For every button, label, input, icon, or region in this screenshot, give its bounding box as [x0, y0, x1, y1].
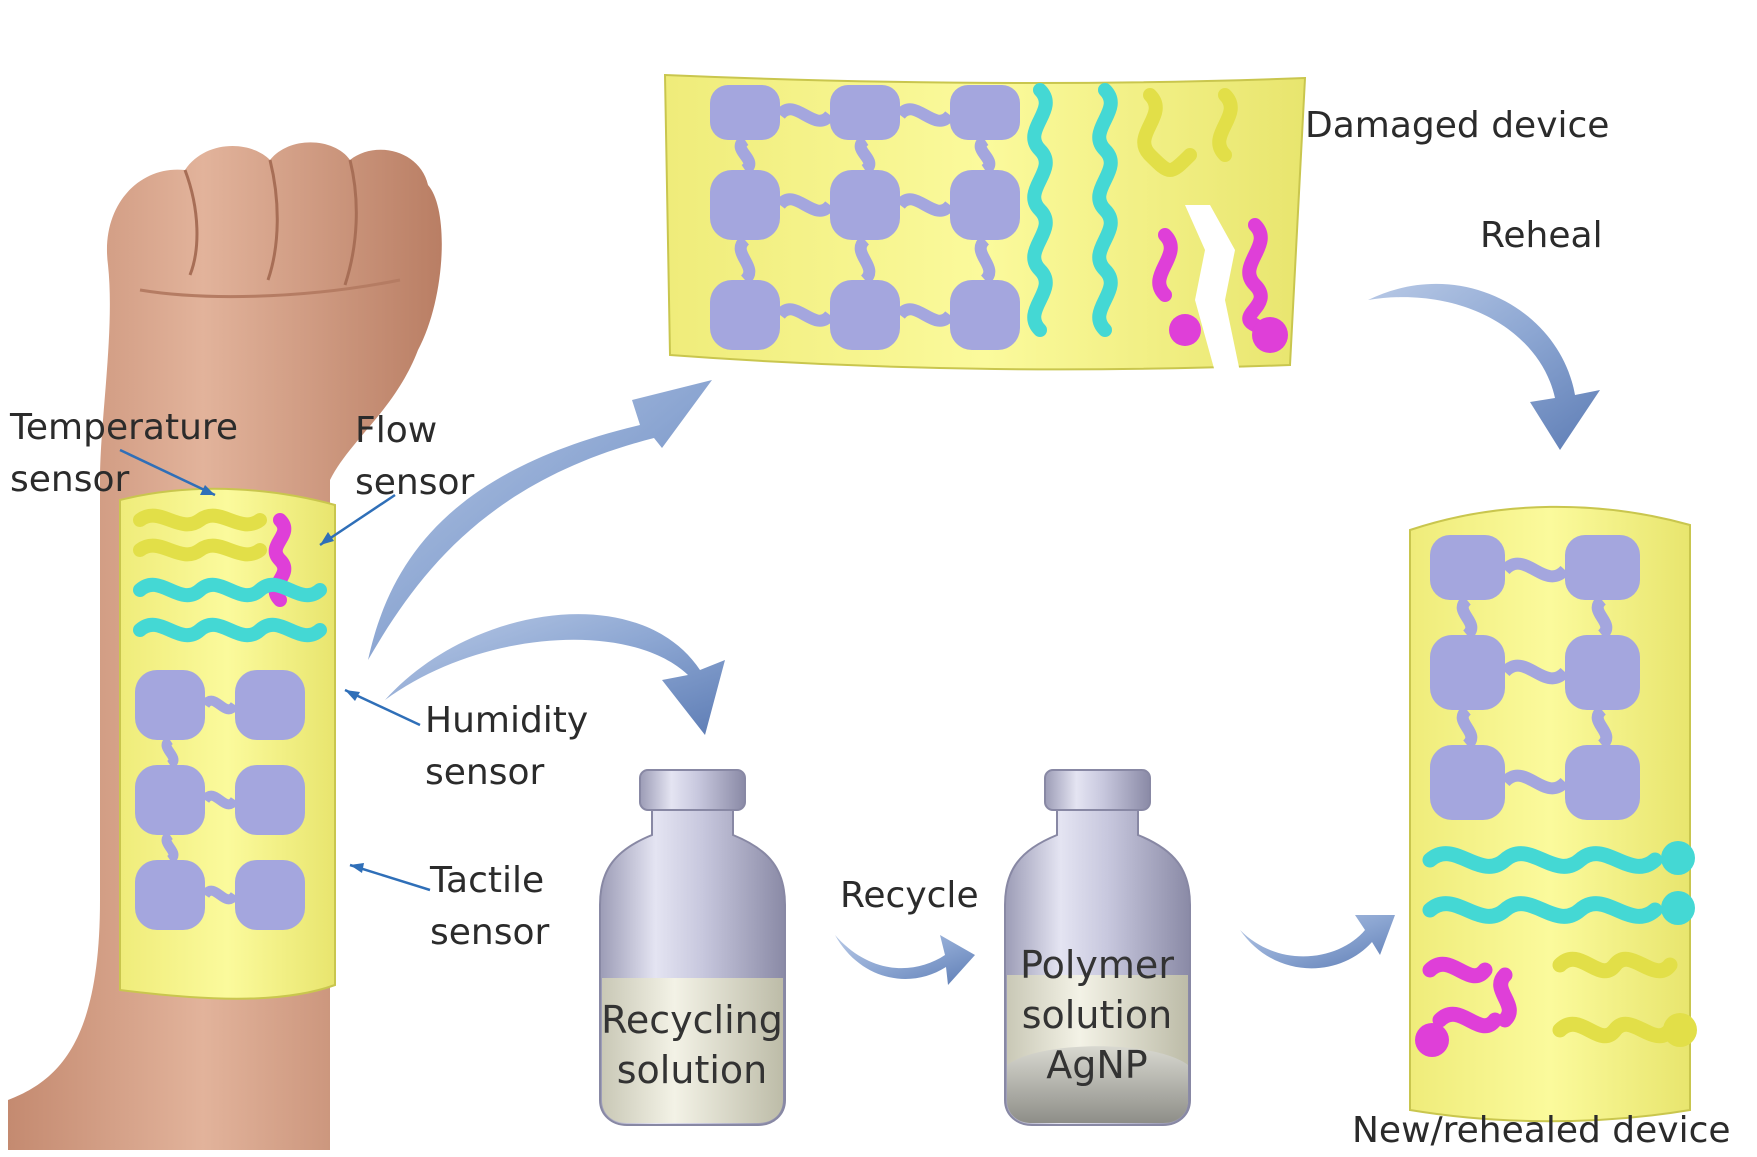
damaged-device-label: Damaged device — [1305, 105, 1610, 146]
recycle-label: Recycle — [840, 875, 979, 916]
flow-sensor-label: Flow sensor — [355, 410, 475, 503]
arrow-reheal — [1368, 283, 1600, 450]
arrow-to-rehealed-device — [1240, 915, 1395, 969]
temperature-sensor-label: Temperature sensor — [10, 407, 239, 500]
arrow-recycle — [835, 935, 975, 985]
tactile-sensor-label: Tactile sensor — [430, 860, 550, 953]
pointer-lines — [119, 448, 431, 892]
humidity-sensor-label: Humidity sensor — [425, 700, 589, 793]
reheal-label: Reheal — [1480, 215, 1603, 256]
recycling-solution-bottle — [599, 769, 786, 1126]
polymer-bottle-label: Polymer solution AgNP — [1020, 943, 1174, 1087]
arrow-to-recycling-bottle — [385, 614, 725, 735]
arrow-to-damaged-device — [368, 380, 712, 660]
polymer-solution-bottle — [1004, 769, 1191, 1126]
new-rehealed-device-label: New/rehealed device — [1352, 1110, 1731, 1151]
damaged-device — [663, 73, 1307, 372]
recycling-bottle-label: Recycling solution — [601, 998, 783, 1092]
rehealed-device — [1409, 505, 1697, 1123]
wrist-sensor-band — [119, 487, 336, 1000]
